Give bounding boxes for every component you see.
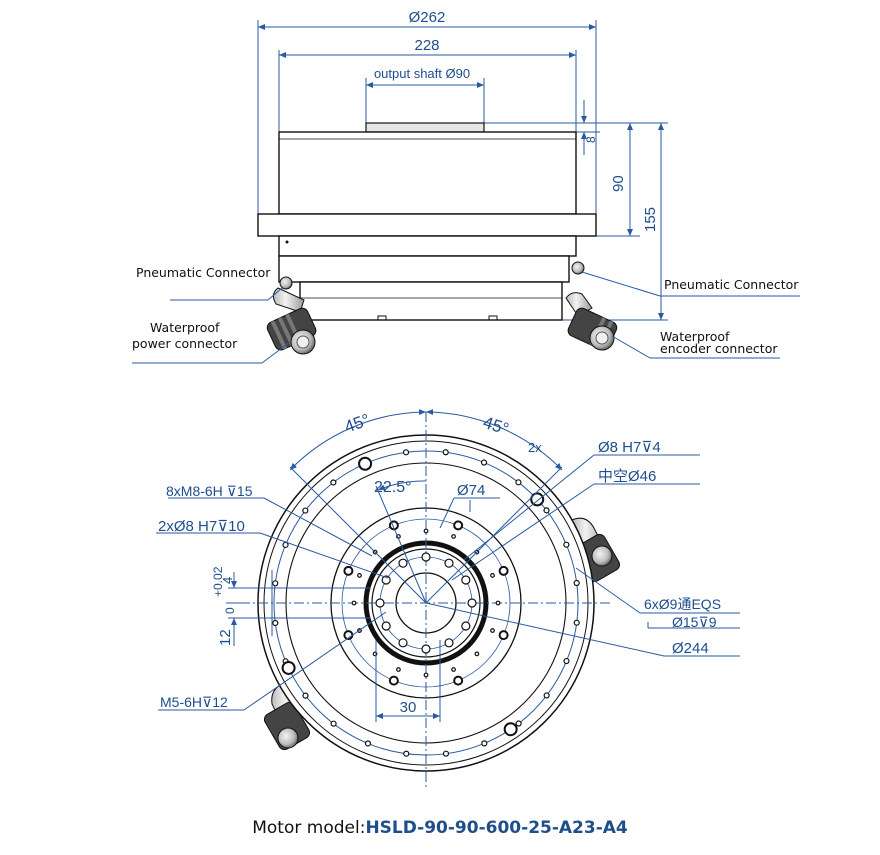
dim-6xd9: 6xØ9通EQS xyxy=(644,596,721,612)
hole xyxy=(398,638,408,648)
hole xyxy=(453,675,464,686)
hole xyxy=(573,579,580,587)
hole xyxy=(451,667,456,672)
angle-left-45: 45° xyxy=(342,410,373,437)
hole xyxy=(467,598,477,608)
hole xyxy=(451,534,456,539)
hole xyxy=(398,558,408,568)
dim-155: 155 xyxy=(642,207,659,232)
waterproof-power-connector-icon xyxy=(266,307,317,355)
hole xyxy=(302,507,309,514)
dim-d74: Ø74 xyxy=(457,482,485,499)
hole xyxy=(343,565,354,576)
dim-tolerance-bottom: 0 xyxy=(223,607,237,614)
dim-d244: Ø244 xyxy=(672,640,709,657)
motor-body-side xyxy=(257,122,597,321)
dim-90: 90 xyxy=(610,175,627,192)
angle-right-45: 45° xyxy=(481,413,511,439)
hole xyxy=(474,651,480,657)
hole xyxy=(461,575,471,585)
motor-model-name: HSLD-90-90-600-25-A23-A4 xyxy=(365,818,628,838)
waterproof-encoder-label-line2: encoder connector xyxy=(660,341,778,356)
hole xyxy=(272,580,279,587)
hole xyxy=(563,541,570,548)
hole xyxy=(503,722,518,737)
dim-8xm8: 8xM8-6H ⊽15 xyxy=(166,483,253,499)
hole xyxy=(573,619,580,626)
hole xyxy=(381,575,391,585)
side-view: Ø262 228 output shaft Ø90 8 90 155 xyxy=(132,9,800,364)
hole xyxy=(364,740,372,747)
hole xyxy=(302,692,309,699)
dim-lines-top xyxy=(257,20,668,321)
hole xyxy=(461,621,471,631)
hole xyxy=(480,459,488,466)
angle-22-5: 22.5° xyxy=(374,479,412,496)
hole xyxy=(515,479,522,486)
dim-2x: 2x xyxy=(528,440,542,455)
hole xyxy=(330,479,337,486)
hole xyxy=(403,750,410,757)
hole xyxy=(351,600,357,606)
dim-228: 228 xyxy=(414,37,439,54)
dim-8: 8 xyxy=(584,136,598,143)
hole xyxy=(423,672,429,678)
hole xyxy=(375,598,385,608)
hole xyxy=(490,573,495,578)
hole xyxy=(272,619,279,627)
hole xyxy=(495,600,501,606)
motor-model-prefix: Motor model: xyxy=(252,818,366,838)
dim-d262: Ø262 xyxy=(409,9,446,26)
hole xyxy=(423,528,429,534)
hole xyxy=(381,621,391,631)
hole xyxy=(442,750,450,757)
waterproof-encoder-connector-icon xyxy=(565,292,618,351)
waterproof-encoder-label-line1: Waterproof xyxy=(660,329,730,344)
hole xyxy=(444,558,454,568)
top-connector-left-icon xyxy=(263,683,311,751)
dim-30: 30 xyxy=(400,699,417,716)
dim-counterbore: Ø15⊽9 xyxy=(672,614,717,630)
hole xyxy=(281,660,296,675)
hole xyxy=(481,740,488,747)
waterproof-power-label-line2: power connector xyxy=(132,336,238,351)
dim-tolerance-top: +0.02 xyxy=(211,566,225,597)
pneumatic-connector-right-label: Pneumatic Connector xyxy=(664,277,799,292)
hole xyxy=(282,541,289,549)
inner-hole-pattern xyxy=(375,552,477,654)
pneumatic-connector-left-label: Pneumatic Connector xyxy=(136,265,271,280)
hole xyxy=(530,492,545,507)
hole xyxy=(453,520,464,531)
motor-model-caption: Motor model:HSLD-90-90-600-25-A23-A4 xyxy=(0,818,880,838)
hole xyxy=(490,628,495,633)
hole xyxy=(402,449,410,456)
hole xyxy=(543,507,550,514)
dim-hollow-d46: 中空Ø46 xyxy=(598,468,656,485)
hole xyxy=(421,552,431,562)
hole xyxy=(396,667,401,672)
top-view xyxy=(156,409,740,790)
pneumatic-connector-right-icon xyxy=(571,261,585,275)
hole xyxy=(515,720,522,727)
waterproof-power-label-line1: Waterproof xyxy=(150,320,220,335)
hole xyxy=(444,638,454,648)
dim-pin-d8: Ø8 H7⊽4 xyxy=(598,439,661,456)
hole xyxy=(358,456,373,471)
hole xyxy=(388,675,399,686)
hole xyxy=(357,573,362,578)
hole xyxy=(498,565,509,576)
hole xyxy=(442,449,449,456)
hole xyxy=(563,657,570,665)
dim-2xd8: 2xØ8 H7⊽10 xyxy=(158,518,245,535)
hole xyxy=(543,692,550,699)
dim-4: 4 xyxy=(220,577,235,584)
dim-12: 12 xyxy=(217,629,234,646)
dim-m5: M5-6H⊽12 xyxy=(160,694,228,710)
dim-output-shaft: output shaft Ø90 xyxy=(374,66,470,81)
hole xyxy=(330,720,337,727)
hole xyxy=(498,630,509,641)
hole xyxy=(421,644,431,654)
